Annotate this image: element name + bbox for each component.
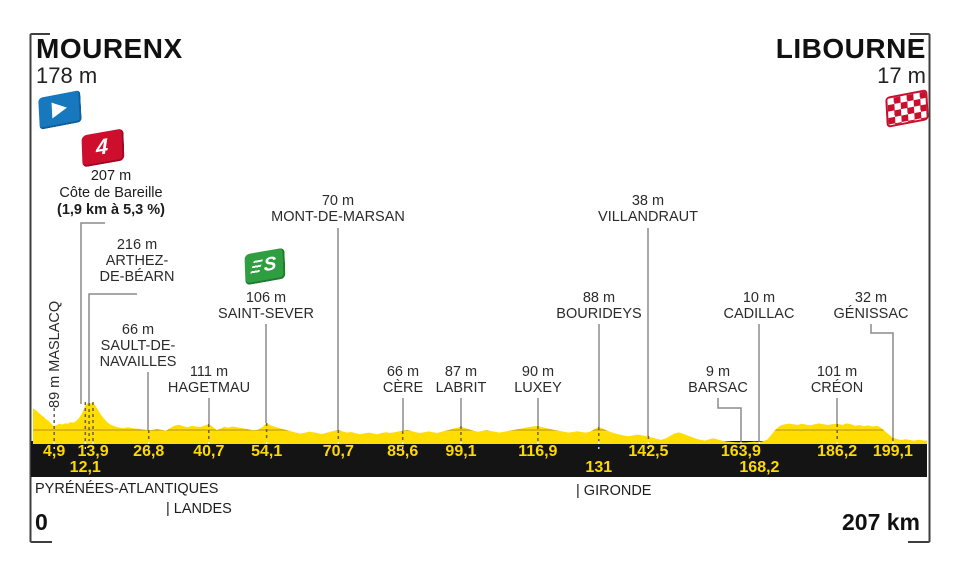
km-tick-label: 186,2 <box>817 443 858 460</box>
waypoint-label-line: LABRIT <box>435 380 487 396</box>
km-tick-label: 12,1 <box>69 459 101 476</box>
km-tick-label: 199,1 <box>872 443 913 460</box>
km-tick-label: 70,7 <box>322 443 354 460</box>
finish-header: LIBOURNE 17 m <box>776 34 926 88</box>
waypoint-label-line: NAVAILLES <box>99 354 177 370</box>
waypoint-label-line: 88 m <box>582 290 616 306</box>
finish-elevation: 17 m <box>877 63 926 88</box>
total-km-label: 207 km <box>841 509 920 535</box>
km-tick-label: 40,7 <box>193 443 225 460</box>
region-label: | GIRONDE <box>576 483 652 499</box>
climb-category-number: 4 <box>95 133 109 161</box>
waypoint-label-line: BOURIDEYS <box>556 306 642 322</box>
waypoint-label-line: CÈRE <box>382 380 424 396</box>
km-tick-label: 85,6 <box>387 443 419 460</box>
sprint-symbol: S <box>263 252 277 276</box>
km-tick-label: 168,2 <box>739 459 780 476</box>
waypoint-label-line: SAINT-SEVER <box>218 306 314 322</box>
start-elevation: 178 m <box>36 63 98 88</box>
waypoint-label-line: CRÉON <box>810 380 864 396</box>
waypoint-label-line: CADILLAC <box>723 306 795 322</box>
play-triangle-icon <box>51 99 68 119</box>
waypoint-label-line: DE-BÉARN <box>99 269 175 285</box>
km-tick-label: 142,5 <box>628 443 669 460</box>
climb-name: Côte de Bareille <box>59 185 163 201</box>
waypoint-label-line: 66 m <box>386 364 420 380</box>
km-tick-label: 131 <box>585 459 613 476</box>
waypoint-label-line: VILLANDRAUT <box>598 209 698 225</box>
waypoint-label-line: HAGETMAU <box>167 380 251 396</box>
km-tick-label: 4,9 <box>43 443 66 460</box>
waypoint-label-line: 9 m <box>705 364 731 380</box>
waypoint-label-line: 106 m <box>245 290 287 306</box>
waypoint-label-line: LUXEY <box>514 380 562 396</box>
waypoint-label-line: 10 m <box>742 290 776 306</box>
waypoint-label-line: 70 m <box>321 193 355 209</box>
km-tick-label: 54,1 <box>251 443 283 460</box>
waypoint-label-line: 38 m <box>631 193 665 209</box>
waypoint-label-line: 90 m <box>521 364 555 380</box>
waypoint-label-line: 32 m <box>854 290 888 306</box>
climb-elevation: 207 m <box>90 168 132 184</box>
km-tick-label: 13,9 <box>77 443 109 460</box>
waypoint-label-line: 216 m <box>116 237 158 253</box>
region-label: PYRÉNÉES-ATLANTIQUES <box>35 481 219 497</box>
waypoint-label-line: GÉNISSAC <box>833 306 909 322</box>
waypoint-label-line: SAULT-DE- <box>100 338 176 354</box>
waypoint-label-line: BARSAC <box>688 380 748 396</box>
waypoint-label-line: 66 m <box>121 322 155 338</box>
speed-lines-icon <box>249 259 263 275</box>
waypoint-label: 89 m MASLACQ <box>47 300 63 408</box>
start-town-name: MOURENX <box>36 33 183 64</box>
waypoint-label-line: 87 m <box>444 364 478 380</box>
waypoint-label-line: 111 m <box>189 364 229 380</box>
waypoint-label-line: 101 m <box>816 364 858 380</box>
km-tick-label: 99,1 <box>445 443 477 460</box>
km-tick-label: 163,9 <box>720 443 761 460</box>
waypoint-label-line: MONT-DE-MARSAN <box>271 209 405 225</box>
waypoint-label-line: ARTHEZ- <box>105 253 169 269</box>
region-label: | LANDES <box>166 501 232 517</box>
start-header: MOURENX 178 m <box>36 34 183 88</box>
finish-town-name: LIBOURNE <box>775 33 926 64</box>
km-tick-label: 26,8 <box>133 443 165 460</box>
start-km-label: 0 <box>35 509 48 535</box>
climb-label: 207 m Côte de Bareille (1,9 km à 5,3 %) <box>40 168 182 219</box>
km-tick-label: 116,9 <box>518 443 558 460</box>
climb-gradient: (1,9 km à 5,3 %) <box>57 202 165 218</box>
